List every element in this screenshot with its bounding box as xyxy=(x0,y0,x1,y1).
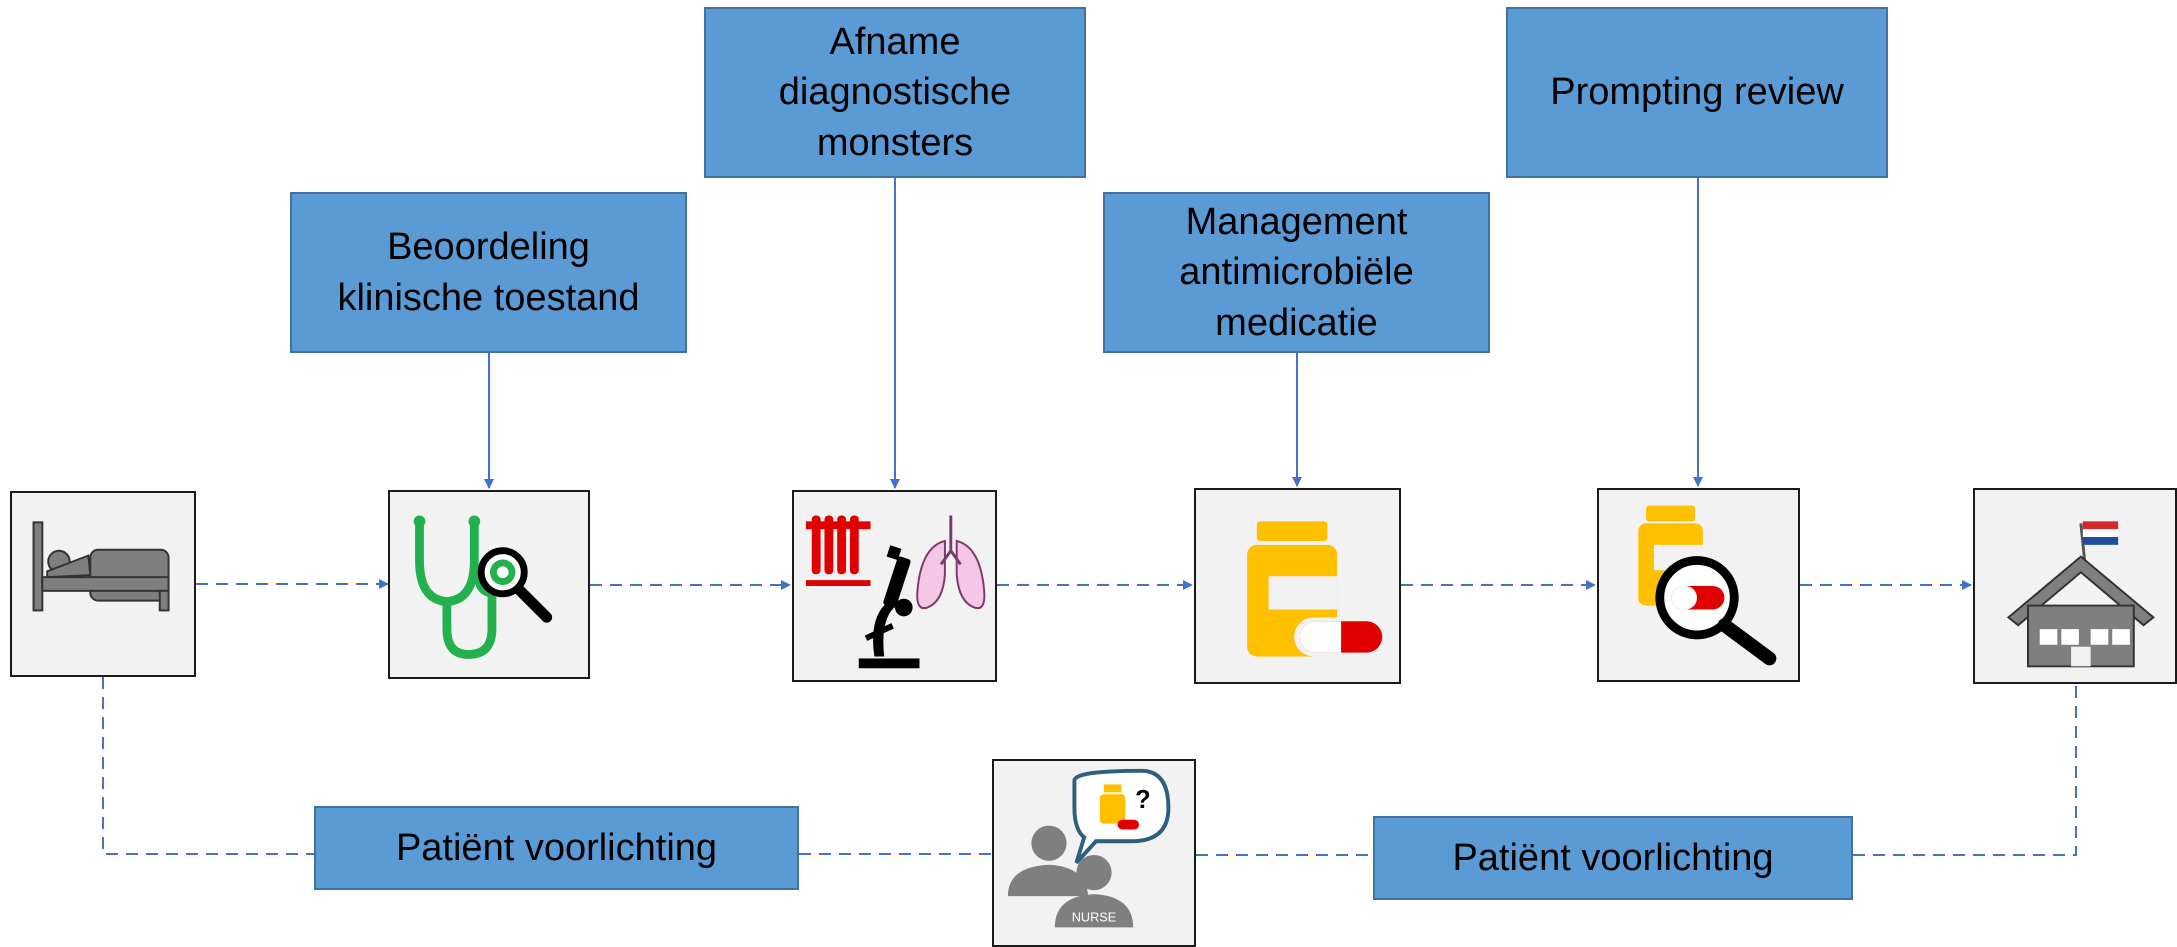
label-beoordeling: Beoordeling klinische toestand xyxy=(290,192,687,353)
stethoscope-box xyxy=(388,490,590,679)
edu-line-left xyxy=(102,677,314,855)
label-management-line2: antimicrobiële xyxy=(1179,251,1414,294)
nurse-box: ? NURSE xyxy=(992,759,1196,947)
label-afname-line2: diagnostische xyxy=(778,71,1012,114)
lab-microscope-lungs-icon xyxy=(805,515,986,669)
label-management: Management antimicrobiële medicatie xyxy=(1103,192,1490,353)
stethoscope-search-icon xyxy=(413,515,553,659)
label-voorlichting-left: Patiënt voorlichting xyxy=(314,806,799,890)
label-management-line3: medicatie xyxy=(1215,301,1378,344)
home-box xyxy=(1973,488,2177,684)
label-afname: Afname diagnostische monsters xyxy=(704,7,1086,178)
medication-bottle-pill-icon xyxy=(1247,521,1387,657)
svg-text:?: ? xyxy=(1135,786,1151,814)
nurse-badge: NURSE xyxy=(1072,910,1117,925)
nurse-consult-icon: ? NURSE xyxy=(1007,768,1171,928)
review-box xyxy=(1597,488,1800,682)
label-beoordeling-line1: Beoordeling xyxy=(387,226,590,269)
medication-review-magnifier-icon xyxy=(1638,505,1777,666)
hospital-bed-icon xyxy=(32,521,170,612)
label-prompting-line1: Prompting review xyxy=(1550,71,1844,114)
label-afname-line3: monsters xyxy=(816,121,974,164)
edu-line-right xyxy=(1853,684,2077,856)
lab-box xyxy=(792,490,997,682)
bed-box xyxy=(10,491,196,677)
microscope-icon xyxy=(858,545,920,669)
label-voorlichting-left-text: Patiënt voorlichting xyxy=(395,826,718,869)
label-afname-line1: Afname xyxy=(829,21,961,64)
home-flag-icon xyxy=(2006,521,2155,668)
label-voorlichting-right-text: Patiënt voorlichting xyxy=(1452,836,1774,879)
label-prompting: Prompting review xyxy=(1506,7,1888,178)
label-voorlichting-right: Patiënt voorlichting xyxy=(1373,816,1853,900)
lungs-icon xyxy=(916,515,986,610)
label-beoordeling-line2: klinische toestand xyxy=(337,276,640,319)
label-management-line1: Management xyxy=(1185,201,1408,244)
medication-box xyxy=(1194,488,1401,684)
test-tubes-icon xyxy=(805,515,871,586)
